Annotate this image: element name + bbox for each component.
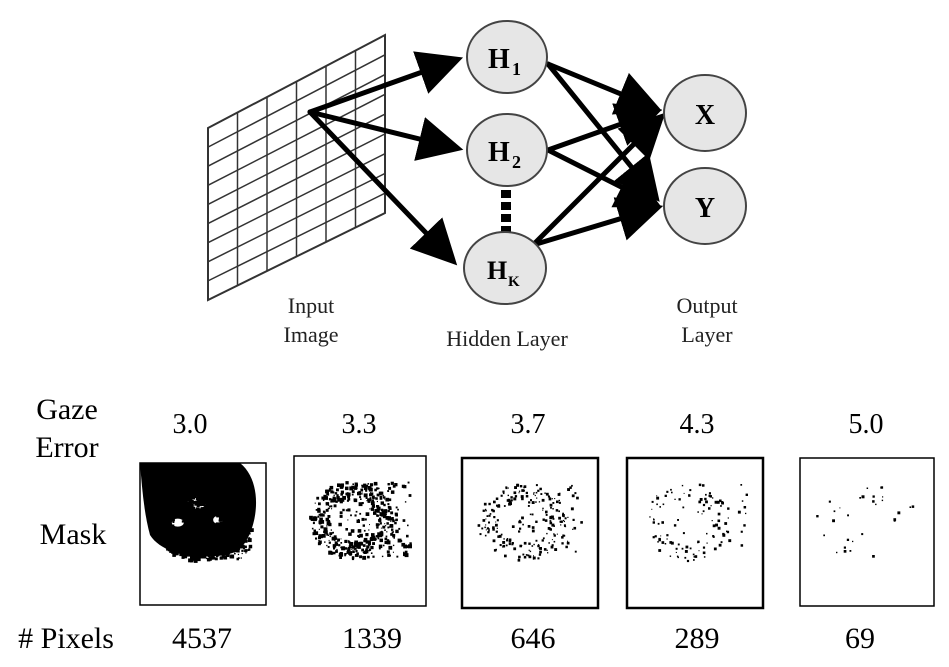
arrow-input-h2 <box>307 109 464 161</box>
hidden-node-hk: H K <box>463 231 547 305</box>
output-label-line2: Layer <box>681 322 733 347</box>
pixel-count: 1339 <box>342 622 402 655</box>
mask-image <box>140 463 257 563</box>
gaze-error-value: 3.3 <box>342 409 377 440</box>
output-label-line1: Output <box>676 293 737 318</box>
arrow-h1-x <box>545 61 662 115</box>
hidden-node-h2-subscript: 2 <box>512 152 521 172</box>
gaze-error-value: 4.3 <box>680 409 715 440</box>
mask-box <box>799 457 935 607</box>
hidden-node-h2: H 2 <box>466 113 548 187</box>
hidden-node-h1-subscript: 1 <box>512 59 521 79</box>
output-node-x: X <box>663 74 747 152</box>
connection-arrows <box>307 51 666 266</box>
mask-image <box>649 483 748 563</box>
pixel-count: 289 <box>675 622 720 655</box>
mask-pixels <box>140 463 915 563</box>
gaze-error-label-line2: Error <box>35 431 98 464</box>
mask-box <box>625 456 765 610</box>
hidden-node-h1-label: H <box>488 44 510 75</box>
arrow-hk-x <box>530 112 666 248</box>
input-image-grid <box>207 33 386 302</box>
hidden-layer-label: Hidden Layer <box>446 326 568 351</box>
mask-image <box>309 481 412 561</box>
arrow-h2-x <box>545 103 663 153</box>
input-label-line2: Image <box>284 322 339 347</box>
gaze-error-value: 3.7 <box>511 409 546 440</box>
hidden-node-hk-subscript: K <box>508 274 520 290</box>
hidden-node-hk-label: H <box>487 256 507 285</box>
output-node-y-label: Y <box>695 193 715 224</box>
output-node-y: Y <box>663 167 747 245</box>
pixel-count: 646 <box>511 622 556 655</box>
arrow-input-hk <box>307 109 458 266</box>
gaze-error-value: 5.0 <box>849 409 884 440</box>
arrow-input-h1 <box>307 51 464 115</box>
output-node-x-label: X <box>695 100 715 131</box>
mask-label: Mask <box>40 518 107 551</box>
ellipsis-dots <box>501 190 511 234</box>
mask-image <box>477 483 583 562</box>
pixel-count: 69 <box>845 622 875 655</box>
mask-image <box>816 486 915 558</box>
pixels-label: # Pixels <box>18 622 114 655</box>
gaze-error-value: 3.0 <box>173 409 208 440</box>
pixel-count: 4537 <box>172 622 232 655</box>
gaze-error-label-line1: Gaze <box>36 393 98 426</box>
arrow-hk-y <box>530 197 664 248</box>
input-label-line1: Input <box>288 293 334 318</box>
hidden-node-h2-label: H <box>488 137 510 168</box>
mask-box <box>460 456 600 610</box>
hidden-node-h1: H 1 <box>466 20 548 94</box>
